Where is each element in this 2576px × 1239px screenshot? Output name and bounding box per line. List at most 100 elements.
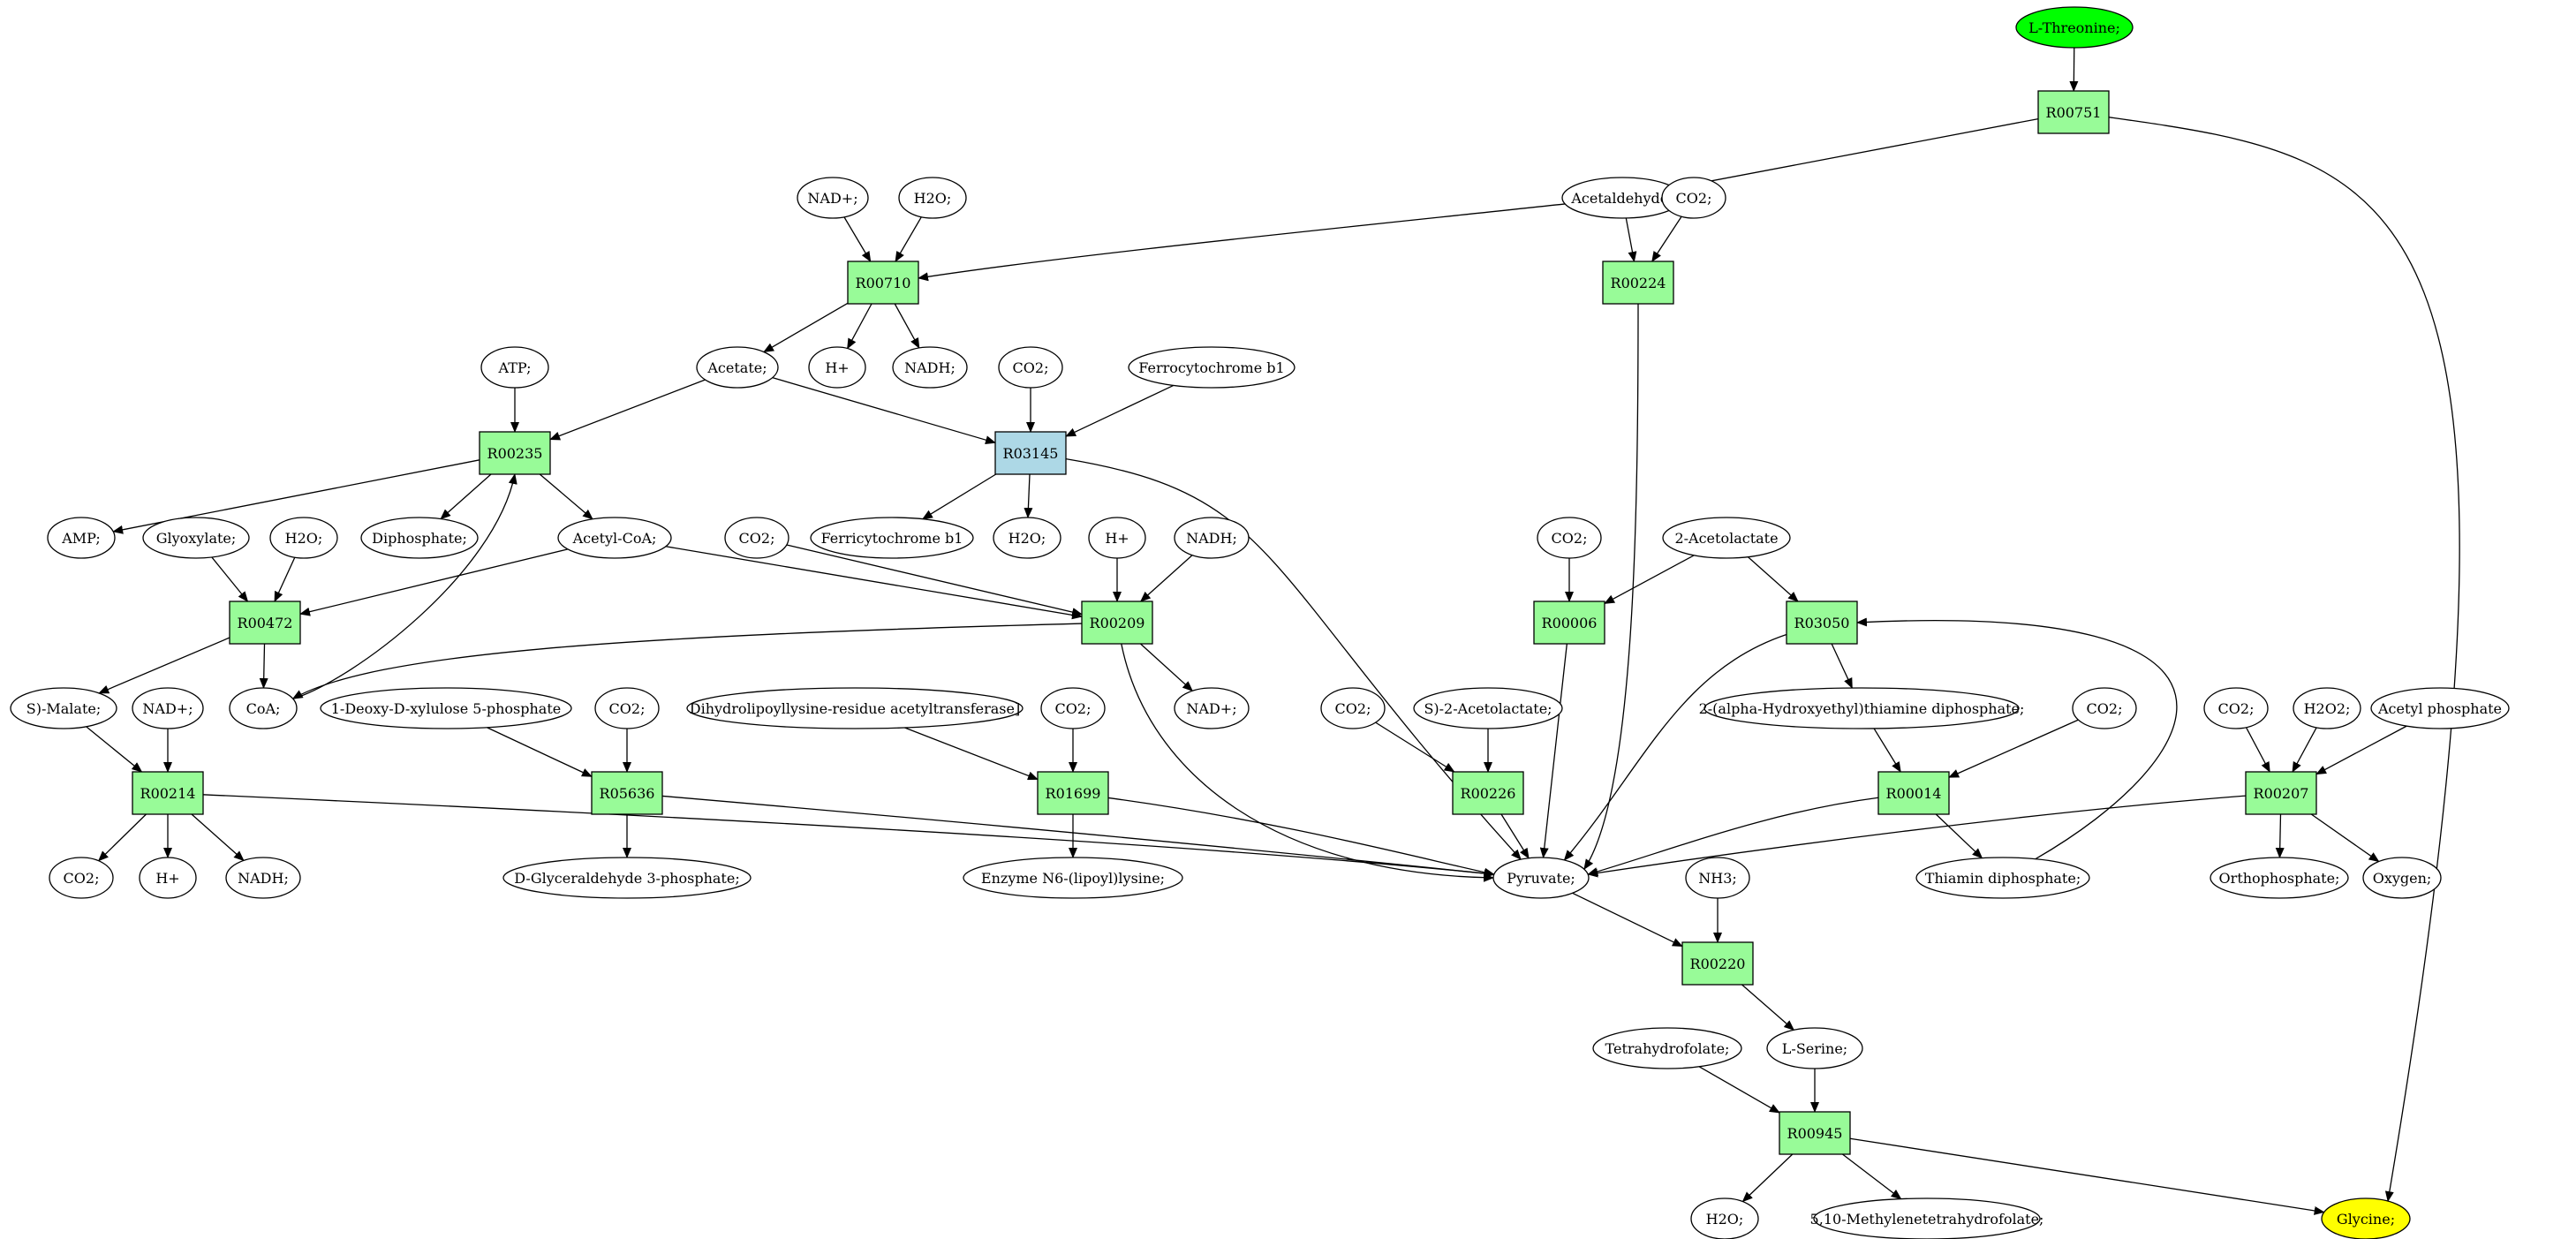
- edge-co2_3-to-R00209: [786, 544, 1083, 616]
- edge-R00472-to-smalate: [98, 637, 230, 694]
- reaction-node-r03050: R03050: [1786, 601, 1858, 645]
- reaction-box: [591, 771, 663, 815]
- reaction-node-r01699: R01699: [1037, 771, 1109, 815]
- edge-acetaldehyde-to-R00710: [918, 203, 1566, 282]
- edge-thiamin-to-R03050: [1856, 617, 2178, 860]
- edge-ferrocyt-to-R03145: [1065, 384, 1175, 437]
- compound-ellipse: [1413, 687, 1563, 729]
- compound-node-g3p: D-Glyceraldehyde 3-phosphate;: [502, 857, 752, 899]
- reaction-box: [1786, 601, 1858, 645]
- edge-R00209-to-coa: [291, 623, 1083, 699]
- compound-label: CO2;: [1013, 359, 1049, 376]
- edge-R03145-to-pyruvate: [1065, 458, 1522, 860]
- compound-node-threonine: L-Threonine;: [2015, 6, 2134, 49]
- compound-ellipse: [2293, 687, 2361, 729]
- compound-node-acetolactate: 2-Acetolactate: [1662, 517, 1791, 559]
- compound-node-co2-6: CO2;: [1040, 687, 1106, 729]
- compound-node-hplus-2: H+: [1088, 517, 1146, 559]
- edge-R00945-to-h2o_4: [1741, 1153, 1794, 1203]
- compound-label: Oxygen;: [2373, 870, 2432, 887]
- edge-h2o_2-to-R00472: [274, 556, 296, 602]
- compound-label: CO2;: [609, 700, 646, 717]
- compound-node-nadh-3: NADH;: [225, 857, 301, 899]
- compound-node-oxygen: Oxygen;: [2362, 857, 2442, 899]
- compound-label: H2O;: [285, 530, 323, 547]
- compound-node-amp: AMP;: [47, 517, 116, 559]
- compound-label: Diphosphate;: [372, 530, 467, 547]
- edge-acetate-to-R03145: [772, 376, 996, 445]
- reaction-label: R00209: [1090, 615, 1145, 631]
- compound-label: NAD+;: [142, 700, 193, 717]
- reaction-label: R00226: [1461, 785, 1516, 802]
- compound-label: Ferricytochrome b1: [821, 530, 963, 547]
- compound-node-lserine: L-Serine;: [1766, 1027, 1863, 1069]
- reaction-box: [1681, 941, 1754, 986]
- compound-node-co2-4: CO2;: [1537, 517, 1602, 559]
- compound-label: Acetaldehyde;: [1570, 190, 1673, 207]
- compound-node-co2-5: CO2;: [594, 687, 660, 729]
- reaction-label: R03145: [1003, 445, 1059, 462]
- edge-R03145-to-ferricyt: [921, 473, 997, 520]
- compound-ellipse: [810, 517, 974, 559]
- compound-node-co2-10: CO2;: [49, 857, 114, 899]
- compound-label: CO2;: [1055, 700, 1092, 717]
- edge-R00214-to-pyruvate: [202, 794, 1495, 878]
- compound-label: 1-Deoxy-D-xylulose 5-phosphate: [331, 700, 561, 717]
- compound-label: NAD+;: [807, 190, 857, 207]
- compound-node-hplus-1: H+: [808, 346, 866, 389]
- edge-coa-to-R00235: [292, 473, 517, 700]
- edge-R00226-to-pyruvate: [1500, 813, 1530, 859]
- edge-R00014-to-pyruvate: [1587, 797, 1879, 876]
- compound-label: H2O;: [1706, 1211, 1744, 1228]
- reaction-node-r03145: R03145: [994, 431, 1067, 475]
- compound-ellipse: [502, 857, 752, 899]
- compound-label: L-Threonine;: [2028, 19, 2120, 36]
- compound-ellipse: [963, 857, 1183, 899]
- compound-label: NAD+;: [1186, 700, 1236, 717]
- reaction-node-r00220: R00220: [1681, 941, 1754, 986]
- reaction-node-r00945: R00945: [1779, 1111, 1851, 1155]
- edge-acetylphosphate-to-R00207: [2315, 725, 2407, 775]
- reaction-label: R01699: [1046, 785, 1101, 802]
- reaction-label: R00207: [2254, 785, 2309, 802]
- reaction-box: [1452, 771, 1524, 815]
- compound-node-methylene-thf: 5,10-Methylenetetrahydrofolate;: [1810, 1197, 2043, 1239]
- reaction-box: [847, 261, 919, 305]
- compound-node-nad-2: NAD+;: [132, 687, 204, 729]
- reaction-label: R00220: [1690, 956, 1746, 972]
- compound-ellipse: [2072, 687, 2137, 729]
- edge-acetolactate-to-R00006: [1604, 555, 1695, 604]
- compound-label: NADH;: [1186, 530, 1237, 547]
- compound-label: 2-Acetolactate: [1674, 530, 1778, 547]
- reaction-box: [1081, 601, 1153, 645]
- reaction-label: R00751: [2046, 104, 2102, 121]
- compound-label: Acetyl-CoA;: [572, 530, 657, 547]
- compound-label: 2-(alpha-Hydroxyethyl)thiamine diphospha…: [1699, 700, 2025, 717]
- edge-deoxyxylulose-to-R05636: [487, 727, 593, 777]
- compound-label: CO2;: [1676, 190, 1712, 207]
- compound-ellipse: [898, 177, 967, 219]
- compound-node-dihydrolipoyl: Dihydrolipoyllysine-residue acetyltransf…: [686, 687, 1024, 729]
- compound-node-h2o-3: H2O;: [993, 517, 1061, 559]
- compound-node-co2-9: CO2;: [2203, 687, 2269, 729]
- compound-node-h2o-1: H2O;: [898, 177, 967, 219]
- compound-ellipse: [1690, 1197, 1759, 1239]
- reaction-node-r00207: R00207: [2245, 771, 2317, 815]
- compound-ellipse: [1662, 517, 1791, 559]
- edge-R00209-to-pyruvate: [1121, 643, 1494, 882]
- edge-R03050-to-hydroxyethyl: [1831, 643, 1853, 689]
- compound-label: H+: [825, 359, 849, 376]
- reaction-box: [132, 771, 204, 815]
- compound-node-tetrahydrofolate: Tetrahydrofolate;: [1592, 1027, 1742, 1069]
- edge-R00224-to-pyruvate: [1583, 303, 1639, 871]
- compound-node-h2o2: H2O2;: [2293, 687, 2361, 729]
- compound-ellipse: [1685, 857, 1750, 899]
- edge-R00945-to-methylene_thf: [1842, 1153, 1902, 1200]
- compound-ellipse: [686, 687, 1024, 729]
- reaction-box: [229, 601, 301, 645]
- reaction-node-r00209: R00209: [1081, 601, 1153, 645]
- compound-node-thiamin: Thiamin diphosphate;: [1915, 857, 2090, 899]
- edge-co2_8-to-R00014: [1948, 719, 2079, 778]
- edge-R01699-to-pyruvate: [1107, 797, 1495, 877]
